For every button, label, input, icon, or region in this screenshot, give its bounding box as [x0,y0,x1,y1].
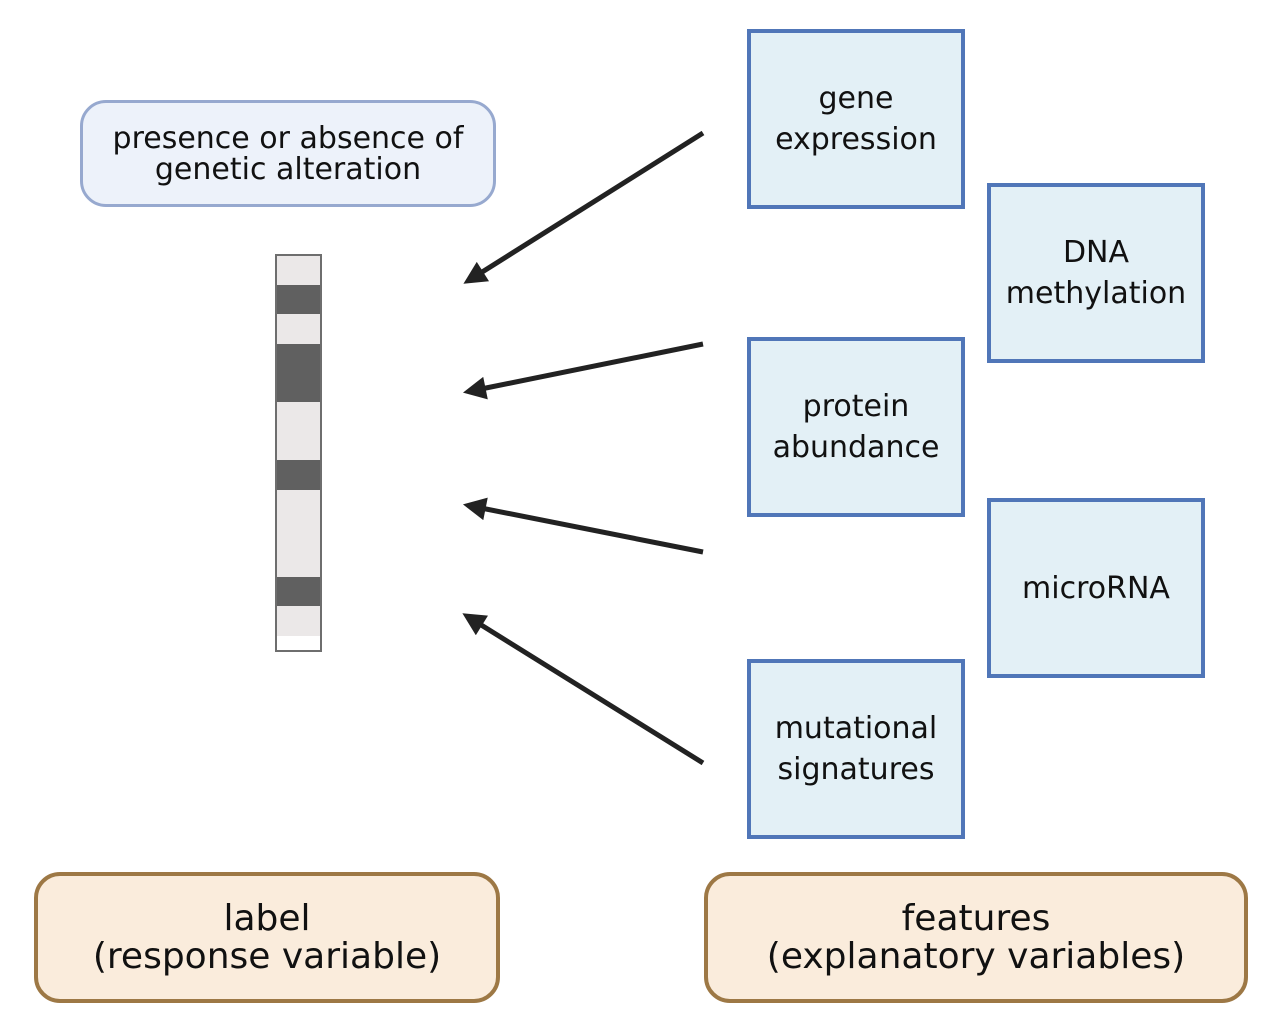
arrow-microrna [462,497,704,555]
feature-dna-methylation-line-1: DNA [1062,235,1130,270]
label-vector-cell-present [277,285,320,315]
label-vector-cell-absent [277,314,320,345]
feature-mutational-signatures-line-1: mutational [774,711,938,746]
label-vector-cell-present [277,372,320,403]
label-vector-cell-absent [277,606,320,637]
feature-microrna-line-1: microRNA [1022,570,1170,606]
label-legend-subtitle: (response variable) [92,935,442,977]
features-legend-title: features [901,897,1051,939]
feature-dna-methylation: DNA methylation [987,183,1205,363]
label-description-line-1: presence or absence of [112,120,464,156]
feature-mutational-signatures: mutational signatures [747,659,965,839]
arrow-gene-expression [463,130,705,284]
feature-protein-abundance-line-1: protein [802,389,910,424]
feature-dna-methylation-line-2: methylation [1005,276,1187,311]
features-legend-box: features (explanatory variables) [704,872,1248,1003]
label-legend-title: label [223,897,311,939]
label-vector [275,254,322,652]
feature-protein-abundance-line-2: abundance [772,430,940,465]
feature-gene-expression-line-1: gene [818,81,894,116]
feature-gene-expression: gene expression [747,29,965,209]
features-legend-subtitle: (explanatory variables) [766,935,1186,977]
label-description-box: presence or absence of genetic alteratio… [80,100,496,207]
label-vector-cell-absent [277,256,320,286]
label-vector-cell-absent [277,548,320,578]
label-vector-cell-present [277,460,320,491]
feature-mutational-signatures-line-2: signatures [777,752,935,787]
label-vector-cell-present [277,577,320,607]
label-legend-box: label (response variable) [34,872,500,1003]
label-vector-cell-absent [277,431,320,461]
label-vector-cell-absent [277,518,320,549]
label-vector-cell-absent [277,402,320,432]
label-description-line-2: genetic alteration [154,151,422,187]
feature-protein-abundance: protein abundance [747,337,965,517]
arrow-mutational-signatures [462,613,705,766]
arrow-protein-abundance [462,341,704,400]
feature-gene-expression-line-2: expression [775,122,937,157]
feature-microrna: microRNA [987,498,1205,678]
label-vector-cell-absent [277,489,320,520]
label-vector-cell-present [277,343,320,374]
